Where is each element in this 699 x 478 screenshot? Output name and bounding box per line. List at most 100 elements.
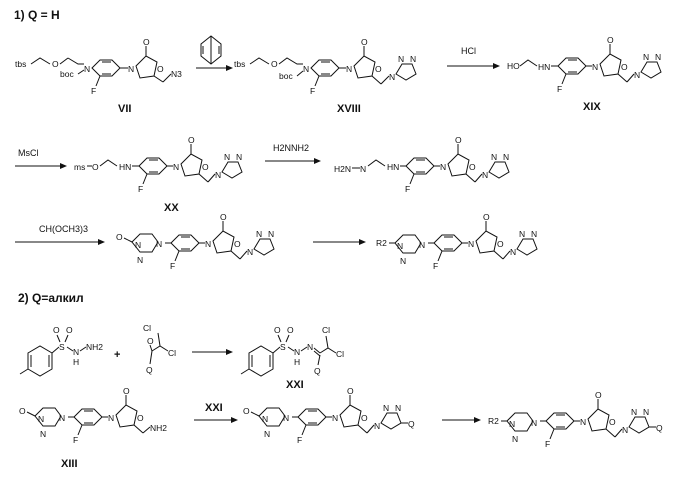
- boc-label: boc: [60, 69, 74, 79]
- formyl-oxygen-label: O: [116, 232, 123, 242]
- fluoro-label: F: [310, 86, 315, 96]
- nitrogen-label: N: [173, 162, 179, 172]
- compound-formyl-triazine-structure: O N N N F N O O N N N: [116, 212, 274, 271]
- section-title-q-h: 1) Q = H: [14, 8, 60, 22]
- triazine-n-label: N: [262, 414, 268, 424]
- triazine-n-label: N: [512, 434, 518, 444]
- compound-label-xix: XIX: [583, 101, 601, 113]
- r2-group-label: R2: [376, 238, 387, 248]
- triazole-n-label: N: [389, 72, 395, 82]
- compound-xiii-structure: O N N N F N O O NH2: [19, 386, 167, 445]
- q-group-label: Q: [146, 365, 153, 375]
- mesyl-label: ms: [74, 162, 85, 172]
- nitrogen-label: N: [468, 239, 474, 249]
- plus-sign: +: [114, 349, 120, 361]
- triazole-n-label: N: [398, 54, 404, 64]
- nitrogen-label: N: [592, 62, 598, 72]
- triazine-n-label: N: [397, 241, 403, 251]
- hydrazone-h-label: H: [294, 357, 300, 367]
- hydrazone-n-label: N: [307, 342, 313, 352]
- hydrazone-n-label: N: [294, 347, 300, 357]
- q-group-label: Q: [314, 366, 321, 376]
- fluoro-label: F: [91, 86, 96, 96]
- triazole-n-label: N: [631, 407, 637, 417]
- oxygen-label: O: [92, 162, 99, 172]
- triazine-n-label: N: [137, 255, 143, 265]
- triazine-n-label: N: [156, 239, 162, 249]
- tbs-label: tbs: [234, 59, 245, 69]
- carbonyl-oxygen-label: O: [123, 386, 130, 396]
- amino-h2n-label: H2N: [334, 164, 351, 174]
- fluoro-label: F: [557, 84, 562, 94]
- triazole-n-label: N: [622, 425, 628, 435]
- triazole-n-label: N: [410, 54, 416, 64]
- compound-r2-q-product-structure: R2 N N N F N O O N N N Q: [488, 390, 663, 449]
- triazine-n-label: N: [400, 256, 406, 266]
- ring-oxygen-label: O: [497, 239, 504, 249]
- fluoro-label: F: [170, 261, 175, 271]
- nitrogen-label: N: [332, 413, 338, 423]
- amine-nh2-label: NH2: [150, 423, 167, 433]
- azide-label: N3: [171, 69, 182, 79]
- hydrazide-h-label: H: [73, 357, 79, 367]
- triazole-n-label: N: [374, 421, 380, 431]
- carbonyl-oxygen-label: O: [361, 37, 368, 47]
- compound-label-vii: VII: [118, 103, 131, 115]
- triazole-n-label: N: [236, 152, 242, 162]
- carbonyl-oxygen-label: O: [455, 135, 462, 145]
- fluoro-label: F: [297, 435, 302, 445]
- formyl-oxygen-label: O: [19, 406, 26, 416]
- triazine-n-label: N: [264, 429, 270, 439]
- chloro-label: Cl: [168, 348, 176, 358]
- nitrogen-label: N: [303, 64, 309, 74]
- triazole-n-label: N: [510, 247, 516, 257]
- oxygen-label: O: [52, 59, 59, 69]
- carbonyl-oxygen-label: O: [595, 390, 602, 400]
- nitrogen-label: N: [346, 64, 352, 74]
- triazine-n-label: N: [283, 413, 289, 423]
- carbonyl-oxygen-label: O: [607, 35, 614, 45]
- q-group-label: Q: [656, 423, 663, 433]
- reagent-xxi: XXI: [205, 402, 223, 414]
- ring-oxygen-label: O: [469, 162, 476, 172]
- compound-dichloroketone-structure: Cl O Cl Q: [143, 323, 176, 375]
- q-group-label: Q: [408, 419, 415, 429]
- compound-label-xxi: XXI: [286, 379, 304, 391]
- compound-r2-triazine-product-structure: R2 N N N F N O O N N N: [376, 212, 537, 271]
- tbs-label: tbs: [15, 59, 26, 69]
- compound-formyl-q-triazole-structure: O N N N F N O O N N N Q: [243, 386, 415, 445]
- triazole-n-label: N: [482, 170, 488, 180]
- reagent-hcl: HCl: [461, 46, 476, 56]
- hydrazine-n-label: N: [360, 164, 366, 174]
- carbonyl-oxygen-label: O: [483, 212, 490, 222]
- compound-tosylhydrazide-structure: S O O N H NH2: [20, 325, 103, 376]
- triazole-n-label: N: [643, 407, 649, 417]
- reagent-norbornadiene-icon: [201, 36, 221, 64]
- ring-oxygen-label: O: [202, 162, 209, 172]
- ring-oxygen-label: O: [234, 239, 241, 249]
- carbonyl-oxygen-label: O: [147, 336, 154, 346]
- ring-oxygen-label: O: [361, 413, 368, 423]
- compound-label-xviii: XVIII: [337, 103, 361, 115]
- triazine-n-label: N: [40, 429, 46, 439]
- sulfonyl-oxygen-label: O: [53, 325, 60, 335]
- triazole-n-label: N: [383, 403, 389, 413]
- triazole-n-label: N: [503, 152, 509, 162]
- compound-hydrazinyl-intermediate-structure: H2N N HN F N O O N N N: [334, 135, 509, 194]
- hydroxyl-label: HO: [507, 61, 520, 71]
- oxygen-label: O: [271, 59, 278, 69]
- fluoro-label: F: [73, 435, 78, 445]
- nitrogen-label: N: [580, 417, 586, 427]
- triazole-n-label: N: [531, 229, 537, 239]
- ring-oxygen-label: O: [609, 417, 616, 427]
- carbonyl-oxygen-label: O: [143, 37, 150, 47]
- sulfonyl-oxygen-label: O: [66, 325, 73, 335]
- ring-oxygen-label: O: [375, 64, 382, 74]
- amine-nh-label: HN: [538, 62, 550, 72]
- triazole-n-label: N: [247, 247, 253, 257]
- sulfur-label: S: [280, 342, 286, 352]
- compound-xix-structure: HO HN F N O O N N N: [507, 35, 661, 94]
- ring-oxygen-label: O: [137, 413, 144, 423]
- section-title-q-alkyl: 2) Q=алкил: [18, 291, 84, 305]
